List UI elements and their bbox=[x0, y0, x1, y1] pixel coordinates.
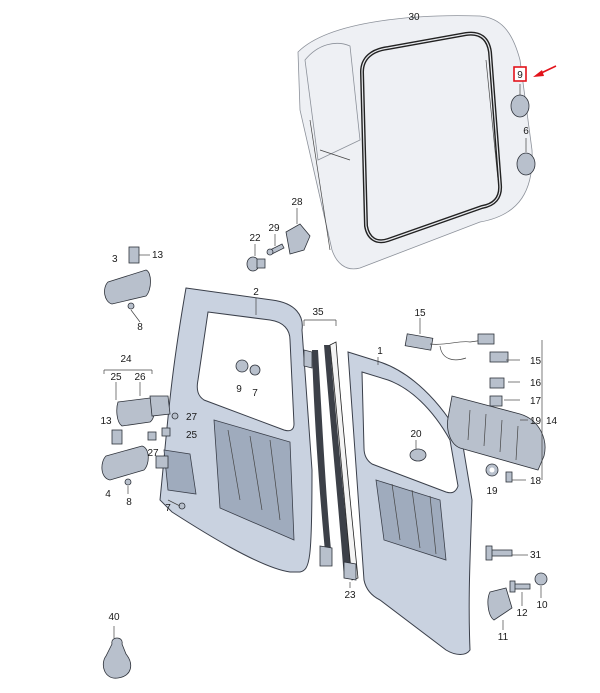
hinge-25-26 bbox=[115, 382, 171, 427]
callout-19-low: 19 bbox=[486, 486, 498, 497]
van-rear-body bbox=[297, 15, 533, 270]
callout-23: 23 bbox=[344, 590, 356, 601]
callout-29: 29 bbox=[268, 223, 280, 234]
bolt-31 bbox=[485, 545, 513, 561]
callout-4: 4 bbox=[105, 489, 111, 500]
screw-18 bbox=[505, 471, 526, 483]
callout-14: 14 bbox=[546, 416, 558, 427]
callout-26: 26 bbox=[134, 372, 146, 383]
callout-2: 2 bbox=[253, 287, 259, 298]
callout-25-a: 25 bbox=[110, 372, 122, 383]
callout-25-b: 25 bbox=[186, 430, 198, 441]
seal-strips-35 bbox=[303, 319, 359, 581]
door-frame-2 bbox=[159, 287, 313, 573]
callout-15-right: 15 bbox=[530, 356, 542, 367]
callout-11: 11 bbox=[498, 632, 509, 643]
part-28-striker bbox=[285, 208, 311, 255]
grease-bag-40 bbox=[102, 626, 132, 679]
callout-13-top: 13 bbox=[152, 250, 164, 261]
callout-7-low: 7 bbox=[165, 503, 171, 514]
callout-7-mid: 7 bbox=[252, 388, 258, 399]
part-29-screw bbox=[266, 234, 285, 256]
callout-31: 31 bbox=[530, 550, 542, 561]
bolt-12 bbox=[509, 580, 531, 593]
callout-27-b: 27 bbox=[147, 448, 159, 459]
handle-assembly-19 bbox=[447, 340, 546, 480]
callout-27-a: 27 bbox=[186, 412, 198, 423]
cap-10 bbox=[534, 572, 548, 586]
callout-10: 10 bbox=[536, 600, 548, 611]
door-outer-1 bbox=[347, 351, 473, 655]
grommet-19-low bbox=[485, 463, 499, 477]
callout-30: 30 bbox=[408, 12, 420, 23]
callout-16: 16 bbox=[530, 378, 542, 389]
callout-28: 28 bbox=[291, 197, 303, 208]
callout-17: 17 bbox=[530, 396, 542, 407]
callout-9-mid: 9 bbox=[236, 384, 242, 395]
bumper-9-top bbox=[510, 94, 530, 118]
highlighted-callout-9: 9 bbox=[513, 65, 557, 82]
clip-9-mid bbox=[235, 359, 261, 376]
callout-35: 35 bbox=[312, 307, 324, 318]
bracket-24-bracket bbox=[103, 369, 153, 374]
hinge-upper-3 bbox=[104, 246, 151, 323]
callout-3: 3 bbox=[112, 254, 118, 265]
bumper-6 bbox=[516, 152, 536, 176]
clip-20 bbox=[409, 440, 427, 462]
callout-8-low: 8 bbox=[126, 497, 132, 508]
callout-40: 40 bbox=[108, 612, 120, 623]
callout-1: 1 bbox=[377, 346, 383, 357]
callout-19-right: 19 bbox=[530, 416, 542, 427]
svg-text:9: 9 bbox=[517, 70, 523, 81]
callout-24: 24 bbox=[120, 354, 132, 365]
door-seal-30 bbox=[359, 31, 503, 244]
bolts-27 bbox=[147, 412, 179, 441]
callout-12: 12 bbox=[516, 608, 528, 619]
callout-13-low: 13 bbox=[100, 416, 112, 427]
callout-8-top: 8 bbox=[137, 322, 143, 333]
hinge-lower-4 bbox=[101, 429, 186, 510]
block-11 bbox=[487, 587, 513, 621]
callout-15-left: 15 bbox=[414, 308, 426, 319]
callout-18: 18 bbox=[530, 476, 542, 487]
callout-6: 6 bbox=[523, 126, 529, 137]
wiring-harness-15 bbox=[404, 318, 509, 407]
callout-20: 20 bbox=[410, 429, 422, 440]
part-22-bolt bbox=[246, 244, 266, 272]
callout-22: 22 bbox=[249, 233, 261, 244]
